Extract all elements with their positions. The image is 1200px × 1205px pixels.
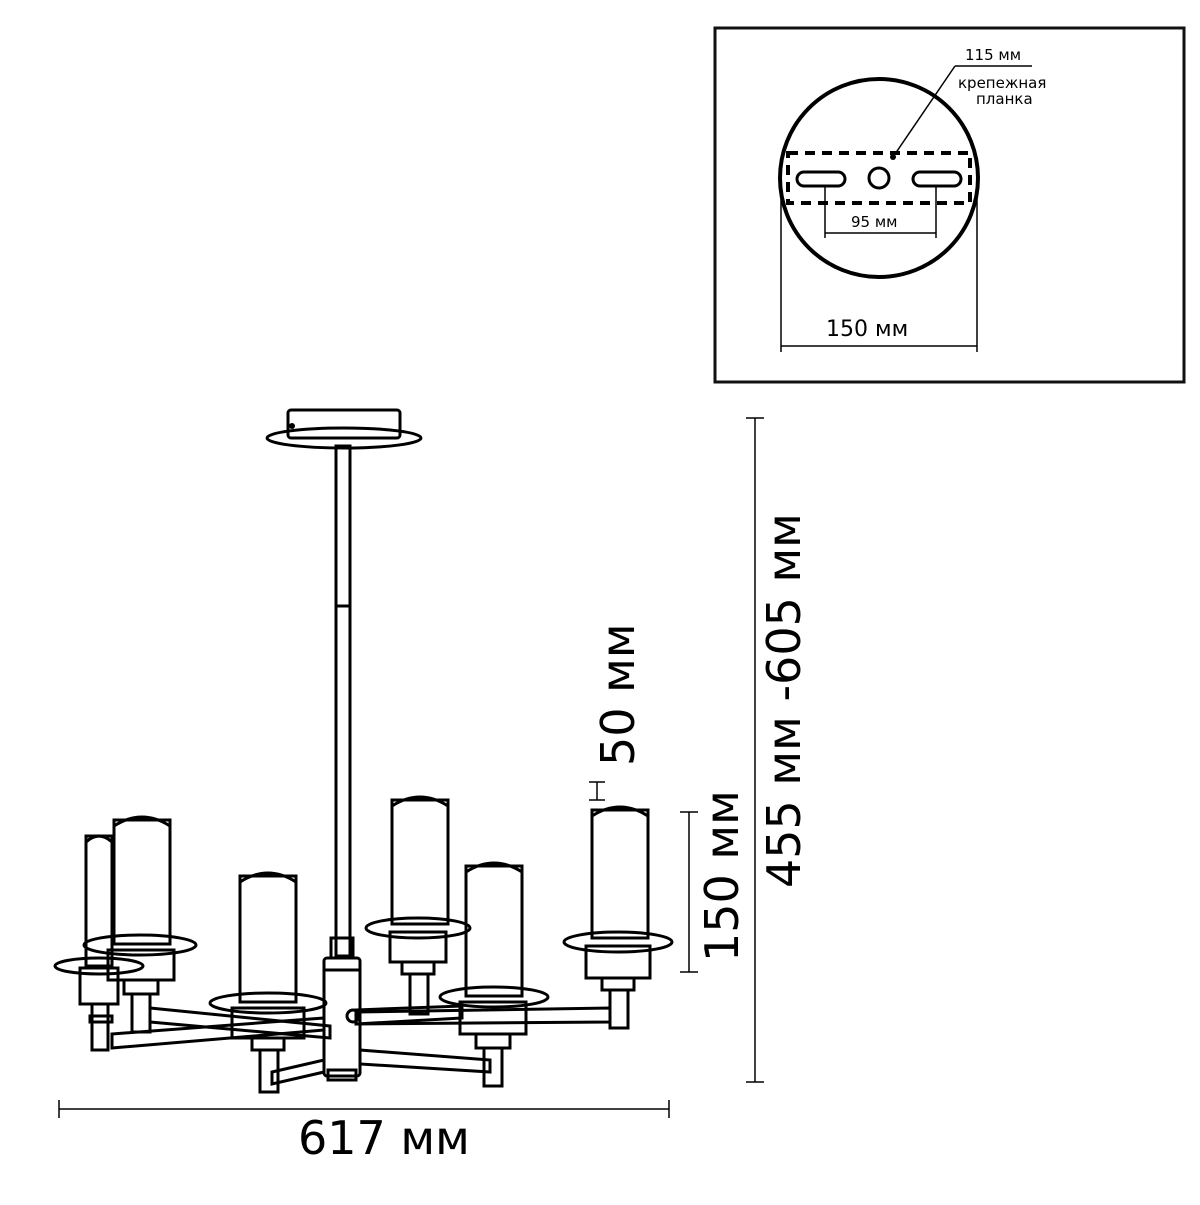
label-150mm-shade: 150 мм bbox=[695, 790, 749, 962]
bracket-slot-left bbox=[795, 170, 847, 188]
lamp-5 bbox=[438, 861, 550, 1088]
bracket-slot-right bbox=[911, 170, 963, 188]
lamp-3 bbox=[208, 871, 328, 1094]
label-95mm: 95 мм bbox=[851, 213, 898, 231]
inset-frame bbox=[713, 26, 1186, 384]
label-150mm-canopy: 150 мм bbox=[826, 317, 908, 342]
dim-height: 455 мм -605 мм bbox=[746, 417, 811, 1083]
lamp-2 bbox=[82, 815, 198, 1034]
label-617mm: 617 мм bbox=[298, 1111, 470, 1165]
bracket-center-hole bbox=[867, 166, 891, 190]
label-115mm: 115 мм bbox=[965, 46, 1021, 64]
label-50mm: 50 мм bbox=[591, 623, 645, 766]
ceiling-canopy bbox=[265, 408, 423, 450]
dim-offset: 50 мм bbox=[589, 623, 645, 801]
lamp-4 bbox=[364, 795, 472, 1016]
leader-115-dot bbox=[890, 154, 896, 160]
dim-shade: 150 мм bbox=[680, 790, 749, 973]
suspension-rod bbox=[329, 444, 355, 960]
canopy-circle bbox=[778, 77, 980, 279]
label-bracket-line1: крепежная bbox=[958, 74, 1046, 92]
arms-back bbox=[148, 1004, 612, 1040]
arms-front bbox=[110, 1016, 492, 1086]
lamp-1 bbox=[53, 834, 145, 1052]
chandelier bbox=[53, 408, 674, 1094]
label-bracket-line2: планка bbox=[976, 90, 1033, 108]
lamp-6 bbox=[562, 805, 674, 1030]
canopy-inset: 115 мм крепежная планка 95 мм 150 мм bbox=[713, 26, 1186, 384]
leader-115-diag bbox=[892, 65, 956, 158]
label-height-range: 455 мм -605 мм bbox=[757, 513, 811, 888]
mounting-bracket-outline bbox=[786, 151, 972, 205]
dim-width: 617 мм bbox=[58, 1100, 670, 1165]
